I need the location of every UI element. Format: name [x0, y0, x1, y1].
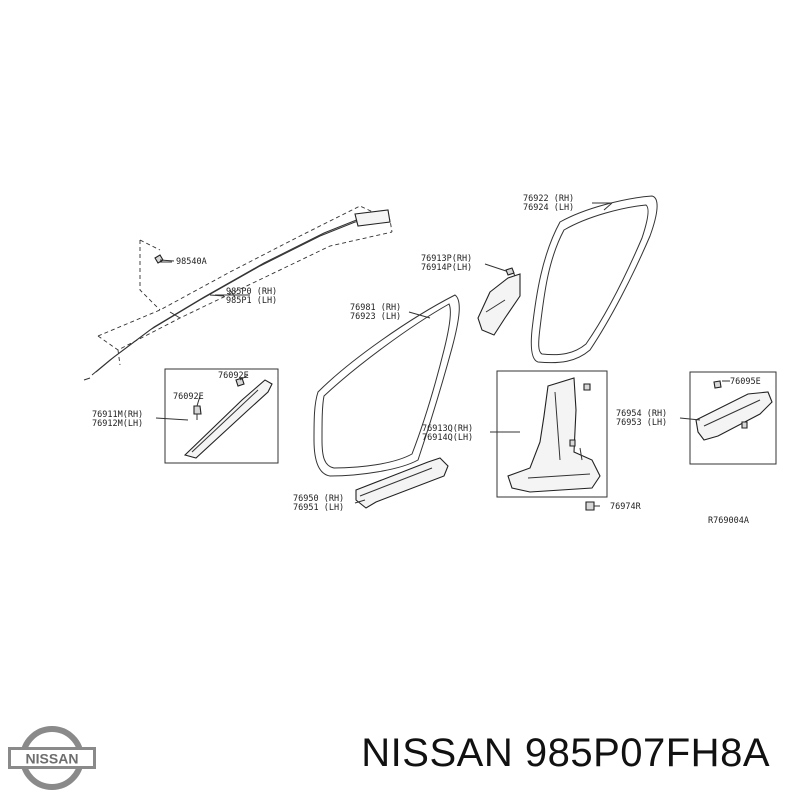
front-weatherstrip	[313, 294, 460, 477]
label-76954: 76954 (RH) 76953 (LH)	[616, 409, 672, 428]
box-center-pillar-lower	[496, 370, 608, 498]
label-76913p: 76913P(RH) 76914P(LH)	[421, 254, 477, 273]
label-76974r: 76974R	[610, 502, 642, 512]
box-front-pillar	[164, 368, 279, 464]
label-76922: 76922 (RH) 76924 (LH)	[523, 194, 579, 213]
center-pillar-upper	[477, 267, 521, 336]
label-76950: 76950 (RH) 76951 (LH)	[293, 494, 349, 513]
part-title: NISSAN 985P07FH8A	[361, 731, 770, 775]
label-76981: 76981 (RH) 76923 (LH)	[350, 303, 406, 322]
leader-lines	[155, 202, 730, 507]
rear-weatherstrip	[530, 195, 658, 364]
label-985p0: 985P0 (RH) 985P1 (LH)	[226, 287, 282, 306]
kicking-plate	[355, 457, 449, 509]
reference-code: R769004A	[708, 516, 749, 526]
logo-text: NISSAN	[26, 751, 79, 767]
label-76092e-left: 76092E	[173, 392, 204, 402]
label-76911m: 76911M(RH) 76912M(LH)	[92, 410, 148, 429]
label-98540a: 98540A	[176, 257, 207, 267]
clip-76974r	[585, 501, 595, 511]
curtain-airbag	[83, 205, 393, 381]
label-76913q: 76913Q(RH) 76914Q(LH)	[422, 424, 478, 443]
label-76092e-top: 76092E	[218, 371, 249, 381]
part-labels: 98540A 985P0 (RH) 985P1 (LH) 76922 (RH) …	[92, 194, 761, 526]
label-76095e: 76095E	[730, 377, 761, 387]
brand-bar: NISSAN NISSAN 985P07FH8A	[0, 715, 800, 800]
box-rear-kicking-plate	[689, 371, 777, 465]
nissan-logo: NISSAN	[8, 726, 96, 790]
